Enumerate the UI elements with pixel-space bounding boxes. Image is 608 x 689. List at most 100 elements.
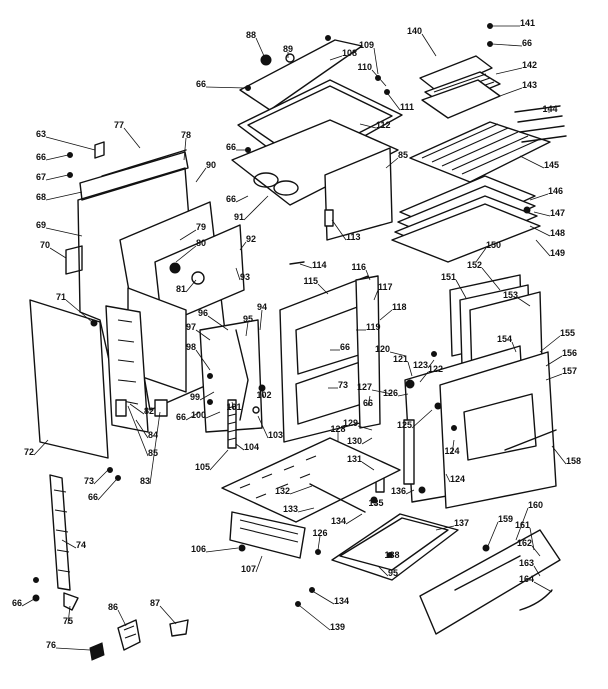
callout-number: 106 [191, 544, 206, 554]
callout-leader [535, 239, 551, 257]
callout-number: 127 [357, 382, 372, 392]
callout-leader [529, 527, 535, 551]
callout-leader [33, 439, 49, 456]
callout-number: 123 [413, 360, 428, 370]
kick-panel-lines [239, 519, 299, 543]
callout-leader [491, 43, 523, 47]
callout-leader [551, 445, 567, 465]
callout-leader [451, 439, 455, 455]
callout-number: 66 [226, 142, 236, 152]
part-98 [207, 373, 213, 379]
knob-121 [405, 379, 415, 389]
callout-number: 112 [376, 120, 391, 130]
callout-leader [533, 581, 553, 593]
callout-number: 95 [243, 314, 253, 324]
callout-leader [245, 321, 249, 337]
callout-number: 103 [268, 430, 283, 440]
callout-number: 107 [241, 564, 256, 574]
callout-number: 105 [195, 462, 210, 472]
callout-number: 145 [544, 160, 559, 170]
callout-leader [397, 393, 409, 397]
knob-89 [285, 53, 295, 63]
broiler-pan-140 [419, 55, 493, 93]
callout-leader [361, 437, 373, 445]
callout-number: 73 [338, 380, 348, 390]
callout-number: 85 [148, 448, 158, 458]
callout-number: 134 [331, 516, 346, 526]
callout-leader [367, 395, 371, 407]
callout-leader [499, 87, 523, 97]
callout-leader [373, 289, 379, 301]
callout-leader [371, 389, 393, 395]
screw-134 [309, 587, 315, 593]
callout-leader [255, 555, 263, 573]
callout-number: 152 [467, 260, 482, 270]
screw-124 [451, 425, 457, 431]
callout-number: 102 [256, 390, 271, 400]
callout-number: 111 [400, 102, 414, 112]
callout-leader [511, 341, 517, 353]
callout-leader [185, 411, 201, 421]
cooktop-assembly [231, 35, 403, 241]
bracket-130 [403, 419, 415, 485]
callout-number: 79 [196, 222, 206, 232]
screw-66-g [487, 41, 493, 47]
callout-leader [329, 55, 343, 61]
callout-number: 86 [108, 602, 118, 612]
callout-number: 66 [226, 194, 236, 204]
callout-number: 117 [378, 282, 393, 292]
callout-number: 72 [24, 447, 34, 457]
callout-number: 77 [114, 120, 124, 130]
callout-leader [371, 69, 387, 87]
callout-number: 66 [340, 342, 350, 352]
callout-leader [299, 605, 331, 631]
trim-164 [519, 589, 553, 611]
part-103 [252, 406, 260, 414]
callout-number: 124 [450, 474, 465, 484]
callout-leader [179, 229, 197, 241]
bottom-panel-slots [239, 455, 317, 499]
callout-number: 85 [398, 150, 408, 160]
callout-leader [45, 154, 69, 161]
screw-126 [315, 549, 321, 555]
callout-leader [385, 157, 399, 169]
callout-leader [21, 597, 37, 607]
callout-leader [445, 473, 451, 483]
callout-leader [243, 195, 269, 221]
callout-leader [259, 309, 263, 331]
callout-leader [373, 47, 379, 75]
callout-number: 84 [148, 430, 158, 440]
callout-number: 122 [428, 364, 443, 374]
callout-number: 160 [528, 500, 543, 510]
callout-number: 76 [46, 640, 56, 650]
leveler-76 [89, 642, 105, 661]
callout-leader [117, 609, 127, 627]
bracket-70 [65, 245, 83, 275]
screw-67 [67, 172, 73, 178]
callout-leader [405, 489, 415, 495]
oven-door-assembly [199, 261, 381, 449]
screw-66-b [115, 475, 121, 481]
callout-number: 71 [56, 292, 66, 302]
callout-number: 137 [454, 518, 469, 528]
callout-leader [209, 449, 229, 471]
callout-number: 126 [383, 388, 398, 398]
callout-number: 164 [519, 574, 534, 584]
callout-number: 109 [359, 40, 374, 50]
door-glass-157 [463, 393, 537, 461]
screw-159 [482, 544, 490, 552]
screw-125 [434, 402, 442, 410]
hinge-63 [94, 141, 105, 159]
trim-strip-68 [79, 151, 189, 201]
callout-number: 118 [392, 302, 407, 312]
callout-number: 125 [397, 420, 412, 430]
callout-leader [359, 123, 377, 129]
callout-leader [129, 403, 145, 415]
backguard-108 [239, 39, 363, 111]
knob-80 [169, 262, 181, 274]
callout-leader [331, 219, 347, 241]
callout-number: 101 [226, 402, 241, 412]
drawer-front-163 [419, 529, 561, 635]
callout-number: 154 [497, 334, 512, 344]
callout-number: 158 [566, 456, 581, 466]
